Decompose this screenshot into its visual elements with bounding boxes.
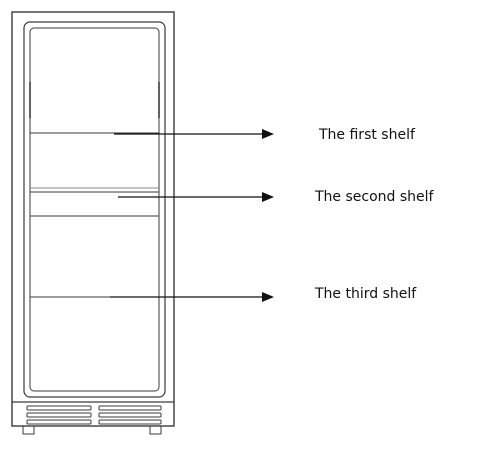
arrow-second-shelf [118,192,274,202]
door-frame [23,21,166,398]
foot-right [149,425,162,435]
arrow-first-shelf [114,129,274,139]
vent-slot-left-2 [26,412,92,418]
second-shelf [29,191,160,217]
label-first-shelf: The first shelf [319,127,415,143]
vent-slot-right-3 [98,419,162,425]
arrow-third-shelf [110,292,274,302]
vent-slot-left-3 [26,419,92,425]
vent-grille [26,405,162,425]
vent-slot-left-1 [26,405,92,411]
label-third-shelf: The third shelf [315,286,417,302]
foot-left [22,425,35,435]
cabinet-outer-frame [11,11,175,427]
vent-slot-right-1 [98,405,162,411]
label-second-shelf: The second shelf [315,189,434,205]
door-glass [29,27,160,392]
vent-slot-right-2 [98,412,162,418]
